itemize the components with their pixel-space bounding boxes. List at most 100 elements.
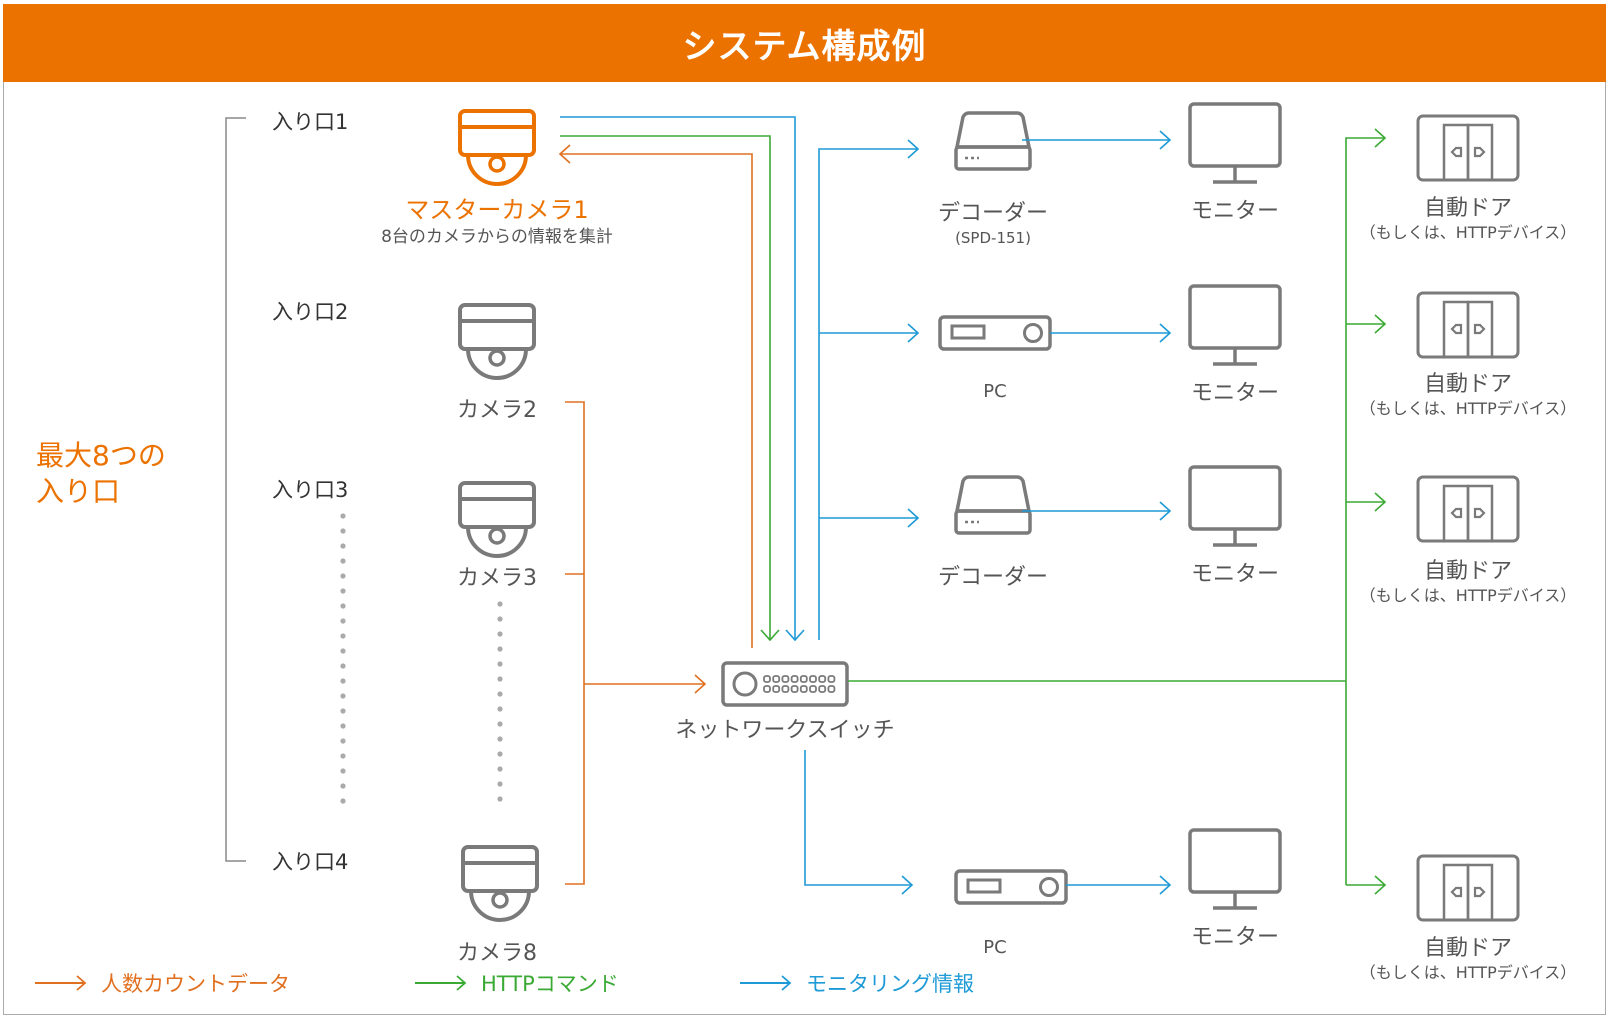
legend-http-command: HTTPコマンド xyxy=(415,968,619,998)
monitor-icon xyxy=(1188,828,1282,910)
dot xyxy=(340,723,346,729)
dot xyxy=(497,706,503,712)
dot xyxy=(340,738,346,744)
legend-monitoring-info: モニタリング情報 xyxy=(740,968,974,998)
door-label: 自動ドア xyxy=(1423,372,1512,397)
door-sublabel: （もしくは、HTTPデバイス） xyxy=(1359,586,1577,605)
arrowhead-icon xyxy=(1159,130,1172,150)
dot xyxy=(340,753,346,759)
port xyxy=(772,685,781,693)
arrowhead-icon xyxy=(558,144,571,164)
automatic-door-icon xyxy=(1416,114,1520,182)
dot xyxy=(497,751,503,757)
port xyxy=(763,675,771,683)
entrance-label: 入り口3 xyxy=(272,478,349,502)
door-label: 自動ドア xyxy=(1423,196,1512,221)
arrow-icon xyxy=(740,975,792,991)
dot xyxy=(497,661,503,667)
arrowhead-icon xyxy=(907,323,920,343)
dot xyxy=(340,618,346,624)
arrow-icon xyxy=(415,975,467,991)
dot xyxy=(340,663,346,669)
arrowhead-icon xyxy=(1374,492,1387,512)
port xyxy=(781,675,790,683)
dot xyxy=(340,678,346,684)
pc-label: PC xyxy=(983,381,1007,402)
port xyxy=(827,685,836,693)
master-camera-sublabel: 8台のカメラからの情報を集計 xyxy=(381,227,613,247)
dot xyxy=(497,721,503,727)
decoder-label: デコーダー xyxy=(937,201,1048,226)
port xyxy=(772,675,781,683)
entrance-bracket xyxy=(225,117,246,862)
dot xyxy=(340,528,346,534)
door-sublabel: （もしくは、HTTPデバイス） xyxy=(1359,223,1577,242)
max-entrances-line-2: 入り口 xyxy=(36,475,121,508)
monitor-icon xyxy=(1188,465,1282,547)
automatic-door-icon xyxy=(1416,475,1520,543)
dot xyxy=(497,676,503,682)
monitoring-line xyxy=(818,148,918,640)
people-count-line xyxy=(565,401,585,885)
max-entrances-label: 最大8つの 入り口 xyxy=(36,438,166,510)
port xyxy=(799,675,808,683)
arrowhead-icon xyxy=(907,139,920,159)
monitor-label: モニター xyxy=(1190,199,1279,224)
arrowhead-icon xyxy=(760,629,780,642)
arrow-icon xyxy=(35,975,87,991)
camera-label: カメラ3 xyxy=(457,566,537,591)
arrowhead-icon xyxy=(694,674,707,694)
port xyxy=(781,685,790,693)
port xyxy=(827,675,836,683)
arrowhead-icon xyxy=(1374,875,1387,895)
entrance-label: 入り口1 xyxy=(272,110,349,134)
network-switch-icon xyxy=(721,661,849,707)
port xyxy=(818,675,827,683)
automatic-door-icon xyxy=(1416,854,1520,922)
network-switch-label: ネットワークスイッチ xyxy=(675,718,895,743)
arrowhead-icon xyxy=(1159,323,1172,343)
door-sublabel: （もしくは、HTTPデバイス） xyxy=(1359,963,1577,982)
pc-label: PC xyxy=(983,937,1007,958)
decoder-icon xyxy=(954,111,1032,171)
port xyxy=(809,685,817,693)
port xyxy=(790,685,799,693)
dot xyxy=(340,648,346,654)
monitor-label: モニター xyxy=(1190,562,1279,587)
dot xyxy=(497,601,503,607)
dot xyxy=(340,783,346,789)
port xyxy=(799,685,808,693)
door-sublabel: （もしくは、HTTPデバイス） xyxy=(1359,399,1577,418)
camera-dots xyxy=(497,601,503,802)
dot xyxy=(340,588,346,594)
port xyxy=(818,685,827,693)
arrowhead-icon xyxy=(1159,875,1172,895)
dot xyxy=(497,616,503,622)
monitor-label: モニター xyxy=(1190,925,1279,950)
dot xyxy=(497,781,503,787)
camera-3-icon xyxy=(458,481,536,558)
arrowhead-icon xyxy=(785,629,805,642)
camera-label: カメラ2 xyxy=(457,398,537,423)
arrowhead-icon xyxy=(1374,314,1387,334)
entrance-label: 入り口2 xyxy=(272,300,349,324)
dot xyxy=(497,796,503,802)
entrance-label: 入り口4 xyxy=(272,850,349,874)
max-entrances-line-1: 最大8つの xyxy=(36,439,166,472)
legend-label: モニタリング情報 xyxy=(806,972,974,996)
dot xyxy=(340,603,346,609)
monitor-icon xyxy=(1188,102,1282,184)
dot xyxy=(340,768,346,774)
port xyxy=(809,675,817,683)
camera-8-icon xyxy=(461,845,539,922)
arrowhead-icon xyxy=(1374,128,1387,148)
dot xyxy=(340,558,346,564)
dot xyxy=(497,646,503,652)
decoder-icon xyxy=(954,475,1032,535)
dot xyxy=(497,691,503,697)
dot xyxy=(340,513,346,519)
http-line xyxy=(560,135,771,640)
master-camera-icon xyxy=(458,109,536,186)
dot xyxy=(340,693,346,699)
